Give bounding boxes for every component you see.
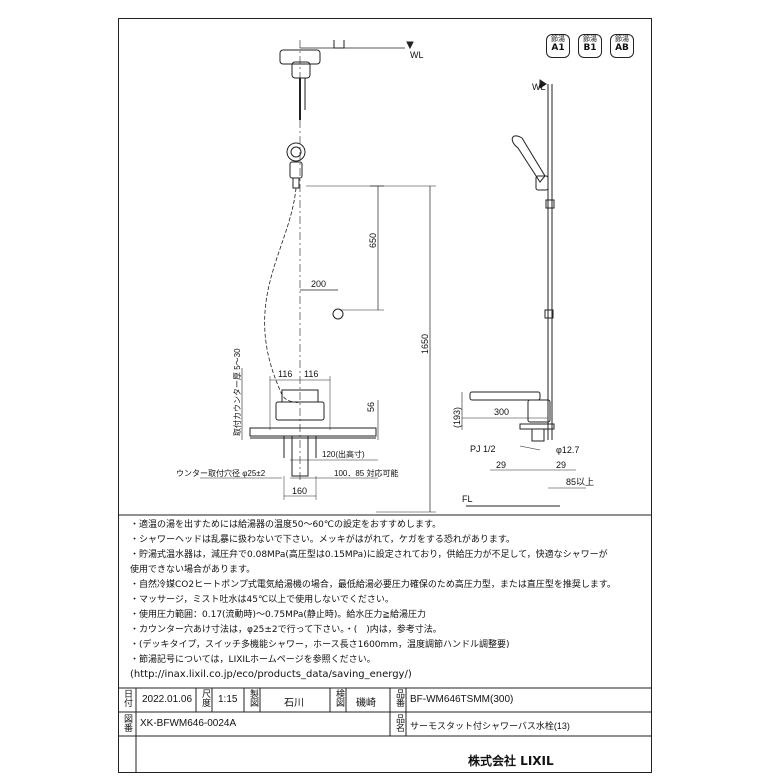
- name-label: 品名: [394, 714, 404, 732]
- check-value: 磯崎: [356, 698, 376, 709]
- counter-hole-label: ウンター取付穴径 φ25±2: [176, 468, 266, 478]
- drawn-value: 石川: [284, 698, 304, 709]
- dim-300: 300: [494, 407, 509, 417]
- number-label: 品番: [394, 689, 404, 707]
- dim-120: 120(出高寸): [322, 449, 365, 459]
- check-label: 検図: [334, 689, 344, 707]
- date-label: 日付: [122, 689, 132, 707]
- note-line: ・マッサージ，ミスト吐水は45℃以上で使用しないでください。: [130, 595, 394, 605]
- wl-front-label: WL: [410, 50, 424, 60]
- note-line: ・カウンター穴あけ寸法は，φ25±2で行って下さい。・( )内は，参考寸法。: [130, 625, 442, 635]
- note-line: ・自然冷媒CO2ヒートポンプ式電気給湯機の場合，最低給湯必要圧力確保のため高圧力…: [130, 580, 616, 590]
- scale-label: 尺度: [200, 689, 210, 707]
- product-name: サーモスタット付シャワーバス水栓(13): [410, 721, 570, 731]
- note-line: ・適温の湯を出すためには給湯器の温度50～60℃の設定をおすすめします。: [130, 520, 442, 530]
- note-line: ・(デッキタイプ，スイッチ多機能シャワー，ホース長さ1600mm，温度調節ハンド…: [130, 640, 510, 650]
- phi-label: φ12.7: [556, 445, 579, 455]
- drawing-sheet: [118, 18, 652, 773]
- note-line: ・節湯記号については，LIXILホームページを参照ください。: [130, 655, 376, 665]
- dim-193: (193): [452, 407, 462, 428]
- scale-value: 1:15: [218, 694, 238, 705]
- product-number: BF-WM646TSMM(300): [410, 694, 514, 705]
- dim-116-right: 116: [304, 369, 318, 379]
- dim-29-left: 29: [496, 460, 506, 470]
- dim-29-right: 29: [556, 460, 566, 470]
- note-line: ・シャワーヘッドは乱暴に扱わないで下さい。メッキがはがれて，ケガをする恐れがあり…: [130, 535, 515, 545]
- drawing-no-label: 図番: [122, 714, 132, 732]
- note-url: (http://inax.lixil.co.jp/eco/products_da…: [130, 669, 412, 680]
- note-line: 使用できない場合があります。: [130, 565, 256, 575]
- pj-label: PJ 1/2: [470, 444, 496, 454]
- dim-650: 650: [368, 233, 378, 248]
- fl-label: FL: [462, 494, 473, 504]
- company-name: 株式会社 LIXIL: [468, 754, 554, 768]
- dim-1650: 1650: [420, 334, 430, 354]
- dim-200: 200: [311, 279, 326, 289]
- dim-116-left: 116: [278, 369, 292, 379]
- dim-56: 56: [366, 402, 376, 412]
- drawing-no: XK-BFWM646-0024A: [140, 718, 237, 729]
- badge-a1: 節湯 A1: [546, 34, 570, 58]
- badge-ab: 節湯 AB: [610, 34, 634, 58]
- note-line: ・使用圧力範囲：0.17(流動時)～0.75MPa(静止時)。給水圧力≧給湯圧力: [130, 610, 426, 620]
- note-line: ・貯湯式温水器は，減圧弁で0.08MPa(高圧型は0.15MPa)に設定されてお…: [130, 550, 608, 560]
- badge-b1: 節湯 B1: [578, 34, 602, 58]
- dim-85: 85以上: [566, 477, 594, 487]
- dim-100-85: 100．85 対応可能: [334, 468, 398, 478]
- date-value: 2022.01.06: [142, 694, 193, 705]
- counter-thickness-label: 取付カウンター厚 5～30: [232, 348, 242, 436]
- drawn-label: 製図: [248, 689, 258, 707]
- wl-side-label: WL: [532, 82, 546, 92]
- dim-160: 160: [292, 486, 307, 496]
